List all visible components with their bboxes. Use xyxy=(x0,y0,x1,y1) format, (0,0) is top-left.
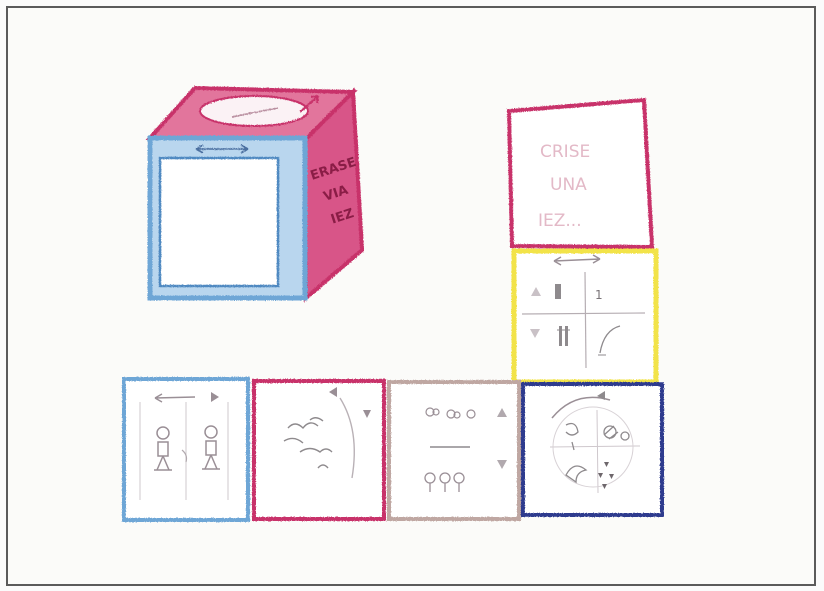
top-card-word: CRISE xyxy=(540,142,590,162)
net-card-blue xyxy=(124,379,248,520)
top-card-word: UNA xyxy=(550,175,587,195)
yellow-card-numeral: 1 xyxy=(595,288,603,302)
net-card-navy xyxy=(523,384,662,515)
cube-top-oval xyxy=(200,96,308,126)
net-card-taupe xyxy=(389,382,519,519)
top-card-word: IEZ... xyxy=(538,211,582,231)
net-card-crimson xyxy=(254,381,384,519)
net-card-yellow: 1 xyxy=(514,251,656,382)
cube-front-window xyxy=(160,158,278,286)
net-card-top-crimson: CRISE UNA IEZ... xyxy=(509,100,652,247)
